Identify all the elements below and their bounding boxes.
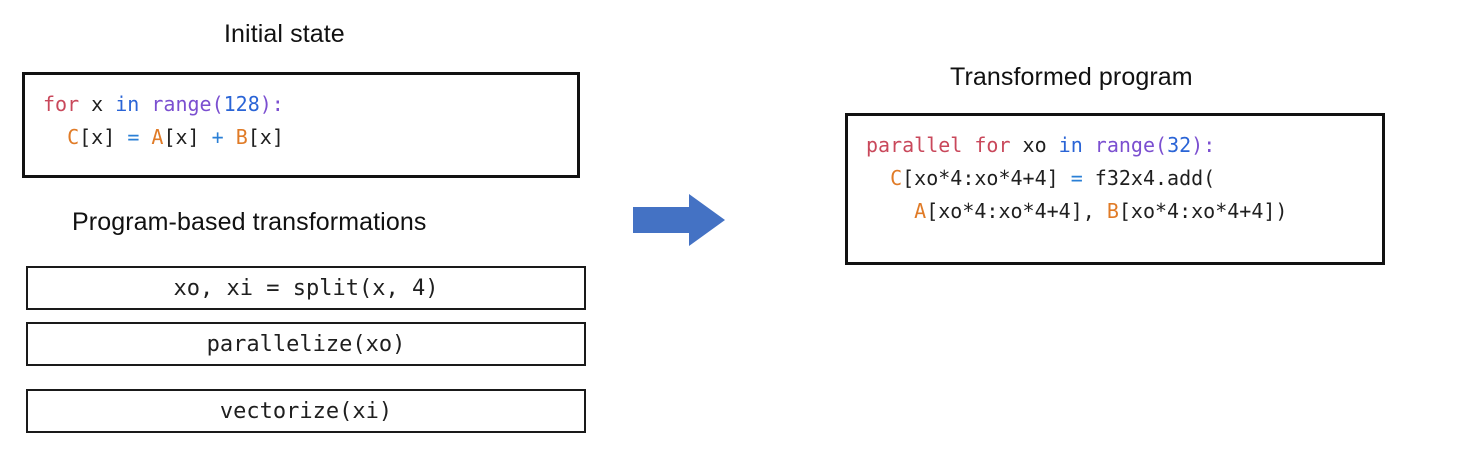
right-arrow-icon: [633, 194, 725, 246]
transformation-label: vectorize(xi): [219, 398, 393, 424]
token-operator-plus: +: [211, 125, 224, 149]
heading-transformed-program: Transformed program: [950, 63, 1193, 91]
token-number-128: 128: [223, 92, 260, 116]
token-array-a: A: [151, 125, 164, 149]
token-keyword-in: in: [115, 92, 140, 116]
token-index-c: [xo*4:xo*4+4]: [902, 166, 1071, 190]
token-array-b: B: [235, 125, 248, 149]
token-space-a: [139, 125, 151, 149]
token-index-a: [xo*4:xo*4+4],: [926, 199, 1107, 223]
transformation-box-split[interactable]: xo, xi = split(x, 4): [26, 266, 586, 310]
token-keyword-parallel-for: parallel for: [866, 133, 1011, 157]
token-call-f32x4-add: f32x4.add(: [1082, 166, 1216, 190]
token-function-range: range: [1082, 133, 1156, 157]
transformed-program-code-box: parallel for xo in range(32): C[xo*4:xo*…: [845, 113, 1385, 265]
token-array-a: A: [914, 199, 927, 223]
token-loop-variable-x: x: [79, 92, 116, 116]
token-index-a: [x]: [163, 125, 212, 149]
token-paren-open: (: [211, 92, 224, 116]
code-line-3: A[xo*4:xo*4+4], B[xo*4:xo*4+4]): [866, 199, 1287, 223]
initial-state-code-box: for x in range(128): C[x] = A[x] + B[x]: [22, 72, 580, 178]
token-paren-close-colon: ):: [1191, 133, 1216, 157]
token-paren-open: (: [1155, 133, 1168, 157]
token-index-c: [x]: [79, 125, 128, 149]
token-array-c: C: [890, 166, 903, 190]
token-array-c: C: [67, 125, 80, 149]
code-line-2: C[x] = A[x] + B[x]: [43, 125, 284, 149]
token-keyword-in: in: [1058, 133, 1083, 157]
token-operator-assign: =: [1070, 166, 1083, 190]
token-indent: [866, 166, 890, 190]
token-function-range: range: [139, 92, 212, 116]
token-index-b: [x]: [247, 125, 284, 149]
token-indent: [43, 125, 67, 149]
transformation-label: xo, xi = split(x, 4): [173, 275, 439, 301]
token-indent: [866, 199, 914, 223]
heading-program-based-transformations: Program-based transformations: [72, 208, 427, 236]
transformation-box-vectorize[interactable]: vectorize(xi): [26, 389, 586, 433]
token-number-32: 32: [1167, 133, 1192, 157]
transformation-box-parallelize[interactable]: parallelize(xo): [26, 322, 586, 366]
token-array-b: B: [1106, 199, 1119, 223]
code-line-2: C[xo*4:xo*4+4] = f32x4.add(: [866, 166, 1215, 190]
token-loop-variable-xo: xo: [1010, 133, 1059, 157]
token-space-b: [224, 125, 236, 149]
transformation-label: parallelize(xo): [206, 331, 406, 357]
heading-initial-state: Initial state: [224, 20, 345, 48]
code-line-1: parallel for xo in range(32):: [866, 133, 1215, 157]
token-paren-close-colon: ):: [259, 92, 284, 116]
token-keyword-for: for: [43, 92, 80, 116]
token-index-b: [xo*4:xo*4+4]): [1118, 199, 1288, 223]
token-operator-assign: =: [127, 125, 140, 149]
code-line-1: for x in range(128):: [43, 92, 284, 116]
